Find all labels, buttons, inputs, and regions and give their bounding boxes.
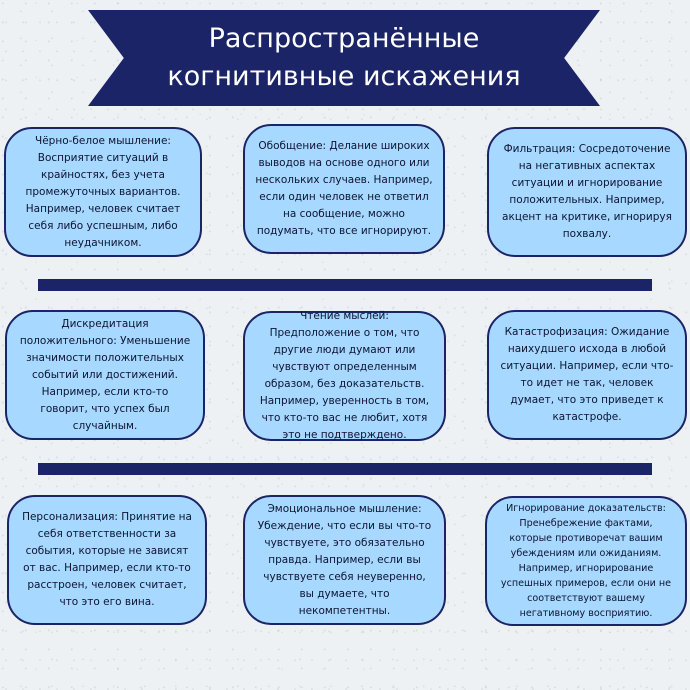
card-overgeneralization: Обобщение: Делание широких выводов на ос…	[243, 124, 445, 254]
page-title: Распространённые когнитивные искажения	[167, 23, 521, 92]
card-text: Персонализация: Принятие на себя ответст…	[22, 511, 192, 608]
card-ignoring-evidence: Игнорирование доказательств: Пренебрежен…	[485, 496, 687, 626]
card-text: Эмоциональное мышление: Убеждение, что е…	[257, 502, 432, 617]
card-filtering: Фильтрация: Сосредоточение на негативных…	[487, 127, 687, 257]
card-catastrophizing: Катастрофизация: Ожидание наихудшего исх…	[487, 310, 687, 440]
title-banner: Распространённые когнитивные искажения	[88, 10, 600, 106]
card-black-white-thinking: Чёрно-белое мышление: Восприятие ситуаци…	[4, 127, 202, 257]
divider-top	[38, 279, 652, 291]
card-emotional-reasoning: Эмоциональное мышление: Убеждение, что е…	[243, 495, 446, 625]
card-disqualifying-positive: Дискредитация положительного: Уменьшение…	[5, 310, 205, 440]
card-text: Дискредитация положительного: Уменьшение…	[19, 317, 191, 432]
divider-bottom	[38, 463, 652, 475]
card-text: Чтение мыслей: Предположение о том, что …	[259, 310, 430, 441]
card-text: Игнорирование доказательств: Пренебрежен…	[500, 503, 672, 619]
card-text: Катастрофизация: Ожидание наихудшего исх…	[500, 326, 674, 423]
card-text: Фильтрация: Сосредоточение на негативных…	[502, 143, 672, 240]
card-personalization: Персонализация: Принятие на себя ответст…	[7, 495, 207, 625]
card-text: Обобщение: Делание широких выводов на ос…	[255, 140, 433, 237]
card-mind-reading: Чтение мыслей: Предположение о том, что …	[243, 310, 446, 441]
card-text: Чёрно-белое мышление: Восприятие ситуаци…	[25, 134, 181, 249]
